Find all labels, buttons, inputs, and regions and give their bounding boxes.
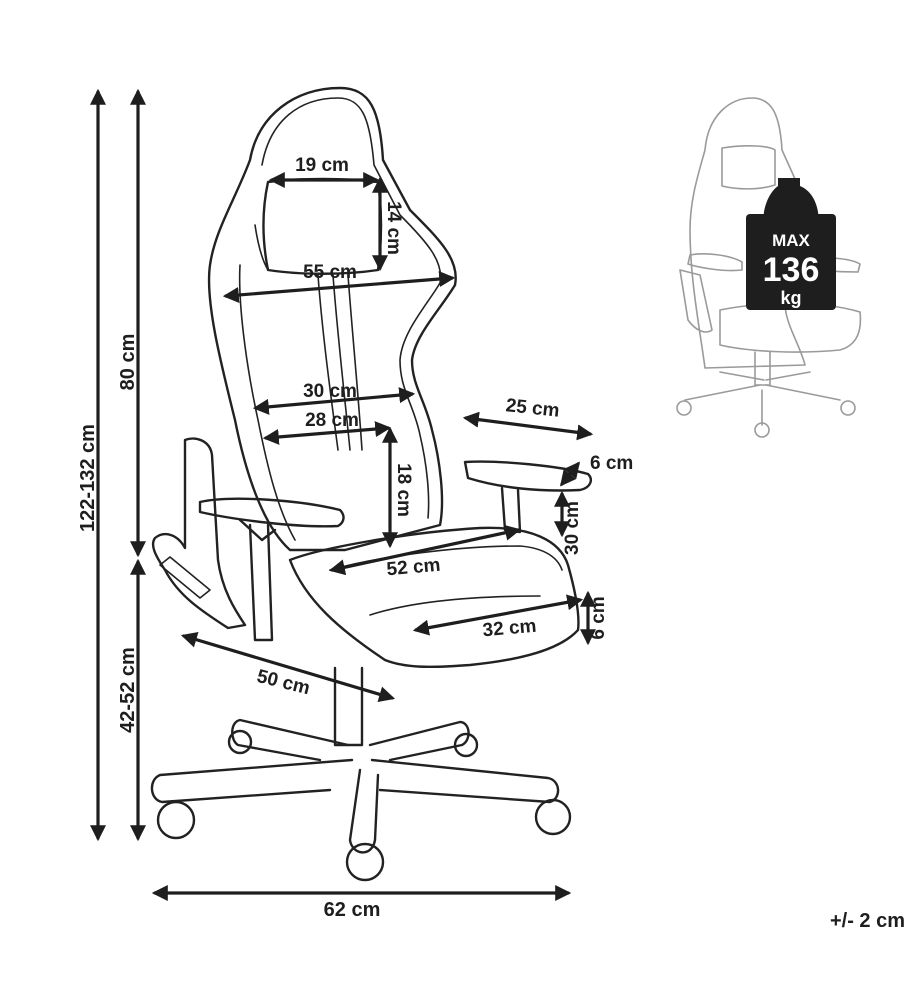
label-seat-thickness: 6 cm bbox=[588, 596, 609, 639]
left-armrest-pad bbox=[198, 497, 345, 528]
label-total-height: 122-132 cm bbox=[77, 424, 99, 532]
dimension-labels: 122-132 cm 80 cm 42-52 cm 62 cm 19 cm 14… bbox=[77, 155, 905, 932]
right-armrest-post bbox=[500, 486, 522, 534]
dim-line-seat-depth-front bbox=[412, 594, 584, 636]
dim-line-seat-depth bbox=[180, 631, 396, 703]
label-base-width: 62 cm bbox=[324, 899, 381, 921]
backrest-outline bbox=[207, 86, 457, 552]
label-armrest-width: 6 cm bbox=[590, 453, 633, 474]
dimension-lines bbox=[90, 88, 596, 901]
right-armrest-pad bbox=[463, 460, 592, 492]
recline-lever bbox=[159, 556, 211, 599]
tolerance-note: +/- 2 cm bbox=[830, 910, 905, 932]
label-backrest-height: 80 cm bbox=[117, 334, 139, 391]
label-backrest-top-width: 55 cm bbox=[303, 262, 357, 283]
left-armrest-bracket bbox=[238, 518, 277, 542]
capacity-unit: kg bbox=[780, 288, 801, 308]
gas-lift bbox=[333, 666, 364, 747]
label-lumbar-width: 28 cm bbox=[305, 410, 359, 431]
caster-left bbox=[156, 800, 196, 840]
left-armrest-post bbox=[248, 523, 274, 642]
label-seat-depth-front: 32 cm bbox=[482, 616, 538, 642]
dim-line-backrest-mid-width bbox=[252, 387, 416, 415]
label-backrest-mid-width: 30 cm bbox=[303, 381, 357, 402]
label-pillow-width: 19 cm bbox=[295, 155, 349, 176]
caster-back-right bbox=[453, 732, 479, 758]
seat-front-edge bbox=[329, 545, 563, 571]
label-lumbar-height: 18 cm bbox=[393, 463, 414, 517]
star-base bbox=[150, 718, 560, 854]
head-pillow bbox=[262, 177, 383, 275]
capacity-value: 136 bbox=[763, 251, 820, 289]
dim-line-armrest-length bbox=[462, 411, 594, 441]
capacity-max-label: MAX bbox=[772, 231, 810, 250]
label-armrest-height: 30 cm bbox=[562, 501, 583, 555]
dim-line-backrest-top-width bbox=[222, 271, 456, 303]
label-armrest-length: 25 cm bbox=[505, 395, 561, 422]
dim-line-seat-width bbox=[328, 524, 522, 576]
dim-line-armrest-width bbox=[560, 461, 580, 487]
label-seat-width: 52 cm bbox=[386, 555, 442, 581]
caster-back-left bbox=[227, 729, 253, 755]
dim-line-lumbar-width bbox=[262, 421, 392, 445]
label-pillow-height: 14 cm bbox=[383, 201, 404, 255]
caster-right bbox=[534, 798, 572, 836]
head-pillow-strap bbox=[254, 224, 269, 271]
recline-mechanism bbox=[151, 437, 247, 630]
label-seat-height: 42-52 cm bbox=[117, 647, 139, 733]
caster-front bbox=[345, 842, 385, 882]
chair-drawing bbox=[150, 86, 592, 882]
weight-capacity-badge: MAX 136 kg bbox=[746, 178, 836, 310]
